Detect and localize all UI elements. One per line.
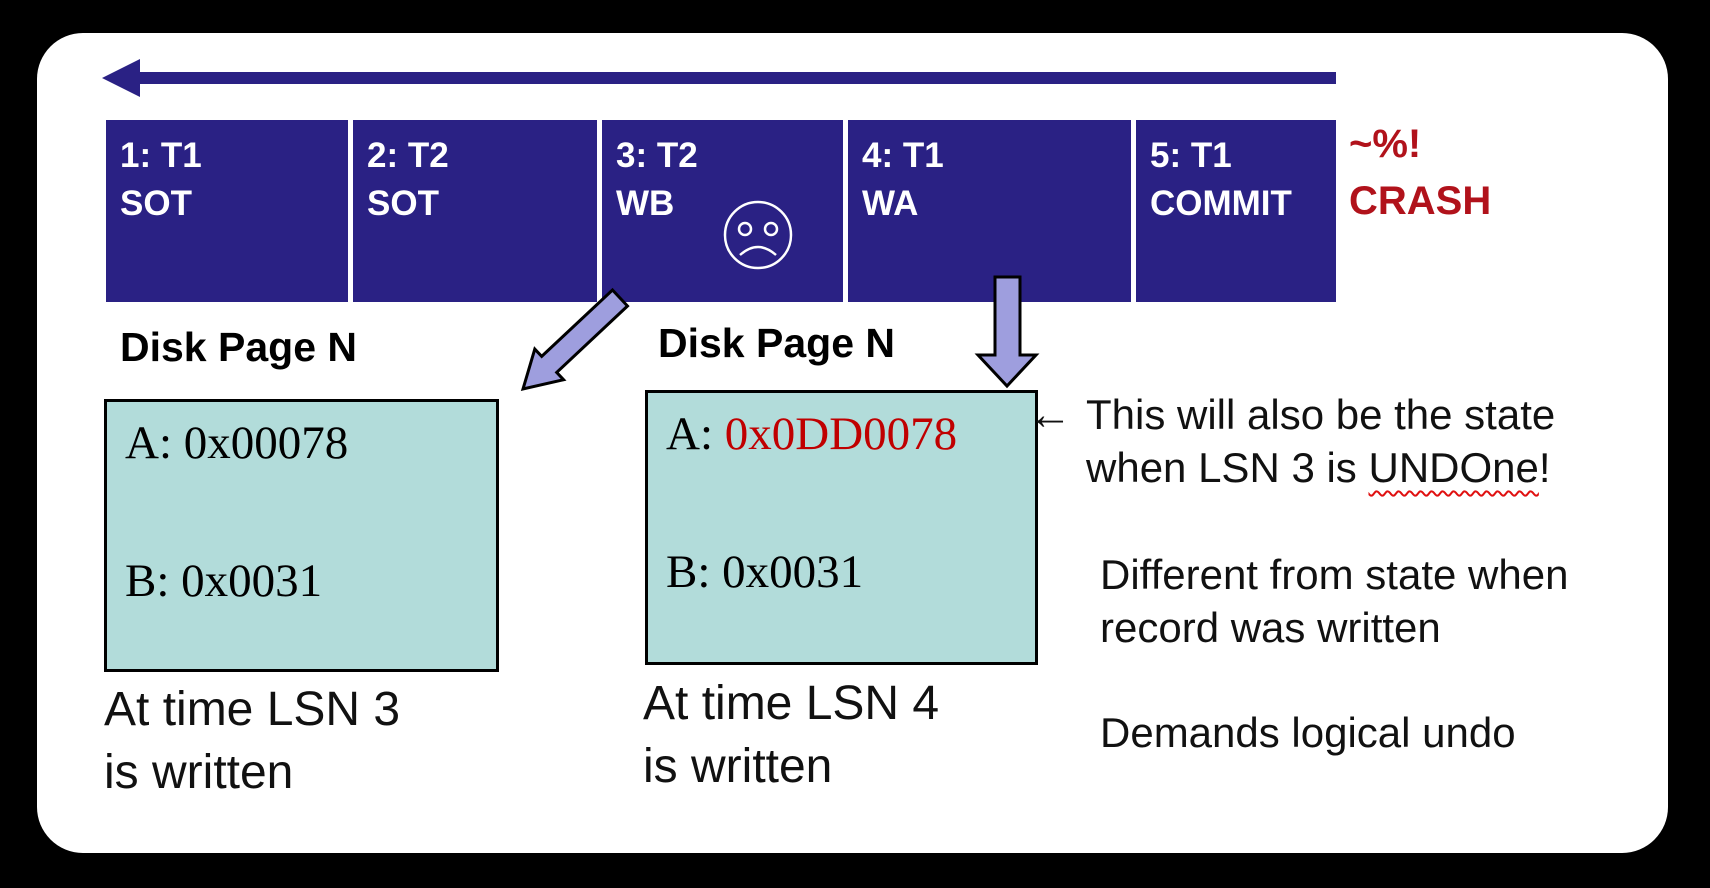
note-undo-line2-pre: when LSN 3 is [1086,444,1369,491]
log-record-1: 1: T1 SOT [106,120,348,302]
log-record-2: 2: T2 SOT [353,120,597,302]
disk-page-caption-1: At time LSN 3 is written [104,683,401,799]
log-record-label: 4: T1 [862,136,944,175]
timeline-direction-arrow-icon [102,59,1336,97]
log-record-3: 3: T2 WB [602,120,843,302]
note-undone-word: UNDOne [1368,444,1539,491]
note-undo-state-text: This will also be the state when LSN 3 i… [1086,388,1555,494]
write-ahead-arrow-icon [974,275,1040,389]
log-record-5: 5: T1 COMMIT [1136,120,1336,302]
write-back-arrow-icon [520,287,630,392]
disk-page-title-2: Disk Page N [658,320,895,366]
log-record-op: SOT [120,184,192,223]
disk-page-box-1: A: 0x00078 B: 0x0031 [104,399,499,672]
disk-page-caption-2: At time LSN 4 is written [643,677,940,793]
log-record-label: 2: T2 [367,136,449,175]
log-record-op: COMMIT [1150,184,1292,223]
note-undo-line1: This will also be the state [1086,391,1556,438]
note-undo-state: ← This will also be the state when LSN 3… [1028,388,1555,494]
record-a-value: A: 0x0DD0078 [666,407,957,461]
log-record-label: 1: T1 [120,136,202,175]
log-record-op: WB [616,184,675,223]
log-record-op: SOT [367,184,439,223]
disk-page-title-1: Disk Page N [120,324,357,370]
log-record-op: WA [862,184,919,223]
record-a-label: A: [666,408,725,460]
disk-page-box-2: A: 0x0DD0078 B: 0x0031 [645,390,1038,665]
log-record-label: 5: T1 [1150,136,1232,175]
log-record-label: 3: T2 [616,136,698,175]
record-a-value: A: 0x00078 [125,417,349,469]
log-record-4: 4: T1 WA [848,120,1131,302]
note-different-state: Different from state when record was wri… [1100,551,1569,651]
note-undo-line2-post: ! [1538,444,1551,491]
note-logical-undo: Demands logical undo [1100,709,1516,756]
left-arrow-icon: ← [1028,390,1072,439]
sad-face-icon [723,200,793,270]
crash-label: ~%! CRASH [1349,122,1492,223]
record-b-value: B: 0x0031 [666,546,864,598]
record-b-value: B: 0x0031 [125,555,323,607]
record-a-corrupt-value: 0x0DD0078 [724,408,958,460]
